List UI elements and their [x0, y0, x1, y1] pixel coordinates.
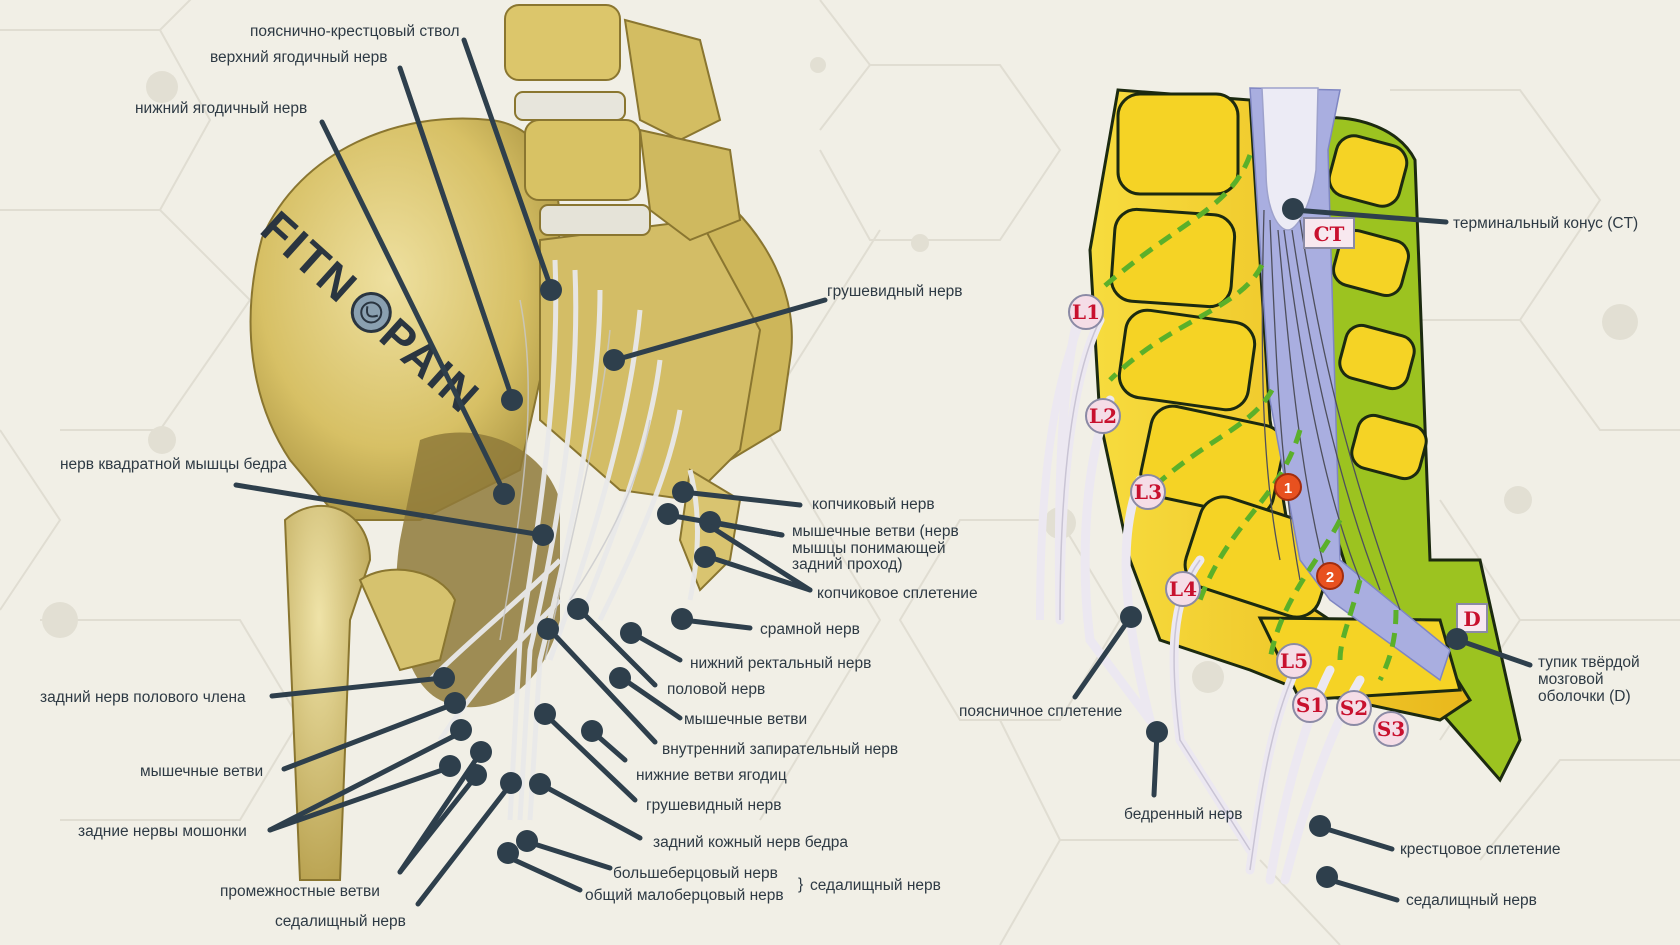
svg-text:L1: L1	[1072, 300, 1100, 324]
segment-s2: S2	[1337, 691, 1371, 725]
label-inferior-rectal-nerve: нижний ректальный нерв	[690, 655, 871, 672]
label-posterior-scrotal-nerves: задние нервы мошонки	[78, 823, 247, 840]
label-dural-sac-3: оболочки (D)	[1538, 688, 1631, 705]
label-quadratus-femoris-nerve: нерв квадратной мышцы бедра	[60, 456, 287, 473]
segment-l1: L1	[1069, 295, 1103, 329]
label-muscular-branches-pass-1: мышечные ветви (нерв	[792, 523, 959, 540]
label-coccygeal-plexus: копчиковое сплетение	[817, 585, 978, 602]
label-dural-sac-1: тупик твёрдой	[1538, 654, 1640, 671]
svg-text:S1: S1	[1296, 693, 1324, 717]
svg-text:D: D	[1463, 607, 1480, 631]
label-piriformis-nerve-bottom: грушевидный нерв	[646, 797, 782, 814]
label-common-peroneal-nerve: общий малоберцовый нерв	[585, 887, 784, 904]
segment-s1: S1	[1293, 688, 1327, 722]
label-lumbosacral-trunk: пояснично-крестцовый ствол	[250, 23, 460, 40]
svg-text:L3: L3	[1134, 480, 1162, 504]
svg-text:L4: L4	[1169, 577, 1197, 601]
label-dural-sac-2: мозговой	[1538, 671, 1603, 688]
marker-1: 1	[1275, 474, 1301, 500]
segment-l2: L2	[1086, 399, 1120, 433]
label-tibial-nerve: большеберцовый нерв	[613, 865, 778, 882]
label-superior-gluteal-nerve: верхний ягодичный нерв	[210, 49, 388, 66]
svg-text:1: 1	[1284, 480, 1292, 497]
svg-text:S2: S2	[1340, 696, 1368, 720]
label-coccygeal-nerve: копчиковый нерв	[812, 496, 935, 513]
label-piriformis-nerve-top: грушевидный нерв	[827, 283, 963, 300]
segment-d: D	[1457, 604, 1487, 632]
label-lumbar-plexus: поясничное сплетение	[959, 703, 1122, 720]
label-internal-obturator-nerve: внутренний запирательный нерв	[662, 741, 898, 758]
label-sacral-plexus: крестцовое сплетение	[1400, 841, 1560, 858]
label-posterior-femoral-cutaneous: задний кожный нерв бедра	[653, 834, 848, 851]
label-muscular-branches-pass-3: задний проход)	[792, 556, 902, 573]
svg-text:CT: CT	[1314, 222, 1345, 246]
spine-diagram: L1 L2 L3 L4 L5 S1 S2 S3 CT D 1 2	[1040, 88, 1520, 880]
label-muscular-branches-left: мышечные ветви	[140, 763, 263, 780]
label-sciatic-nerve-left: седалищный нерв	[275, 913, 406, 930]
svg-text:L5: L5	[1280, 649, 1308, 673]
sciatic-brace: }	[798, 876, 803, 893]
svg-text:S3: S3	[1377, 717, 1405, 741]
label-muscular-branches-right: мышечные ветви	[684, 711, 807, 728]
segment-s3: S3	[1374, 712, 1408, 746]
label-pudendal-nerve: срамной нерв	[760, 621, 860, 638]
label-dorsal-penile-nerve: задний нерв полового члена	[40, 689, 246, 706]
label-sciatic-brace: седалищный нерв	[810, 877, 941, 894]
label-perineal-branches: промежностные ветви	[220, 883, 380, 900]
label-genital-nerve: половой нерв	[667, 681, 765, 698]
svg-text:L2: L2	[1089, 404, 1117, 428]
segment-l5: L5	[1277, 644, 1311, 678]
label-femoral-nerve: бедренный нерв	[1124, 806, 1243, 823]
label-inferior-cluneal-branches: нижние ветви ягодиц	[636, 767, 787, 784]
label-sciatic-nerve-right: седалищный нерв	[1406, 892, 1537, 909]
svg-text:2: 2	[1326, 569, 1334, 586]
label-conus-terminalis: терминальный конус (CT)	[1453, 215, 1638, 232]
segment-ct: CT	[1304, 218, 1354, 248]
label-inferior-gluteal-nerve: нижний ягодичный нерв	[135, 100, 307, 117]
marker-2: 2	[1317, 563, 1343, 589]
label-muscular-branches-pass-2: мышцы понимающей	[792, 540, 946, 557]
segment-l4: L4	[1166, 572, 1200, 606]
segment-l3: L3	[1131, 475, 1165, 509]
